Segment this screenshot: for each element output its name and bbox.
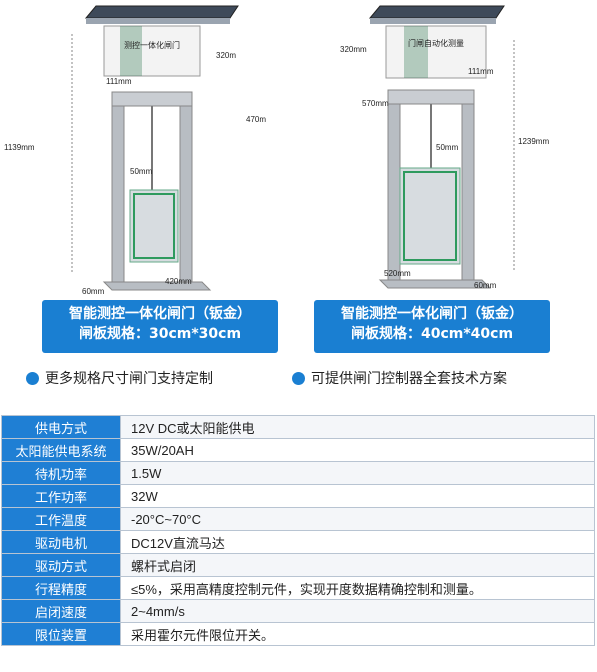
spec-label: 驱动电机	[1, 530, 121, 554]
control-box	[385, 25, 487, 79]
feature-text: 更多规格尺寸闸门支持定制	[45, 371, 213, 387]
spec-value: 32W	[120, 484, 595, 508]
spec-value: DC12V直流马达	[120, 530, 595, 554]
spec-label: 太阳能供电系统	[1, 438, 121, 462]
control-box	[103, 25, 201, 77]
caption-spec: 闸板规格：30cm*30cm	[78, 326, 242, 342]
right-rail	[179, 91, 193, 283]
spec-label: 工作温度	[1, 507, 121, 531]
spec-value: 螺杆式启闭	[120, 553, 595, 577]
dim-base-width: 520mm	[384, 269, 411, 278]
bullet-dot-icon	[26, 371, 39, 385]
spec-value: -20°C~70°C	[120, 507, 595, 531]
product-caption-2: 智能测控一体化闸门（钣金） 闸板规格：40cm*40cm	[314, 300, 550, 353]
dim-height: 1139mm	[4, 143, 35, 152]
spec-value: 35W/20AH	[120, 438, 595, 462]
spec-label: 工作功率	[1, 484, 121, 508]
solar-panel	[84, 5, 239, 19]
feature-controller: 可提供闸门控制器全套技术方案	[292, 368, 507, 388]
spec-label: 供电方式	[1, 415, 121, 439]
table-row: 驱动方式螺杆式启闭	[1, 553, 595, 577]
dim-gate-height: 50mm	[436, 143, 459, 152]
dim-base-depth: 60mm	[474, 281, 497, 290]
spec-label: 限位装置	[1, 622, 121, 646]
dim-side-offset: 111mm	[468, 67, 494, 76]
right-rail	[461, 89, 475, 281]
feature-text: 可提供闸门控制器全套技术方案	[311, 371, 507, 387]
left-rail	[111, 91, 125, 283]
spec-value: 采用霍尔元件限位开关。	[120, 622, 595, 646]
spec-value: ≤5%，采用高精度控制元件，实现开度数据精确控制和测量。	[120, 576, 595, 600]
dim-box-height: 320mm	[340, 45, 367, 54]
product-caption-1: 智能测控一体化闸门（钣金） 闸板规格：30cm*30cm	[42, 300, 278, 353]
caption-spec: 闸板规格：40cm*40cm	[350, 326, 514, 342]
table-row: 工作温度-20°C~70°C	[1, 507, 595, 531]
spec-value: 2~4mm/s	[120, 599, 595, 623]
dim-box-depth: 470m	[246, 115, 266, 124]
gate-plate	[129, 189, 179, 263]
product-illustration-1: 测控一体化闸门 1139mm 320m 470m 111mm 50mm 420m…	[0, 0, 295, 300]
spec-label: 待机功率	[1, 461, 121, 485]
dim-base-depth: 60mm	[82, 287, 105, 296]
dim-side-offset: 111mm	[106, 77, 132, 86]
spec-label: 启闭速度	[1, 599, 121, 623]
product-illustration-2: 门闸自动化测量 320mm 111mm 570mm 50mm 1239mm 52…	[300, 0, 597, 300]
solar-panel	[368, 5, 505, 19]
table-row: 限位装置采用霍尔元件限位开关。	[1, 622, 595, 646]
caption-title: 智能测控一体化闸门（钣金）	[341, 306, 523, 322]
dim-height: 1239mm	[518, 137, 549, 146]
table-row: 行程精度≤5%，采用高精度控制元件，实现开度数据精确控制和测量。	[1, 576, 595, 600]
box-label: 测控一体化闸门	[124, 40, 180, 50]
spec-label: 驱动方式	[1, 553, 121, 577]
left-rail	[387, 89, 401, 281]
dim-gate-height: 50mm	[130, 167, 153, 176]
dim-base-width: 420mm	[165, 277, 192, 286]
box-label: 门闸自动化测量	[408, 38, 464, 48]
spec-value: 12V DC或太阳能供电	[120, 415, 595, 439]
dim-width-top: 570mm	[362, 99, 389, 108]
caption-title: 智能测控一体化闸门（钣金）	[69, 306, 251, 322]
spec-label: 行程精度	[1, 576, 121, 600]
dim-box-height: 320m	[216, 51, 236, 60]
feature-customization: 更多规格尺寸闸门支持定制	[26, 368, 213, 388]
bullet-dot-icon	[292, 371, 305, 385]
spec-value: 1.5W	[120, 461, 595, 485]
gate-plate	[399, 167, 461, 265]
